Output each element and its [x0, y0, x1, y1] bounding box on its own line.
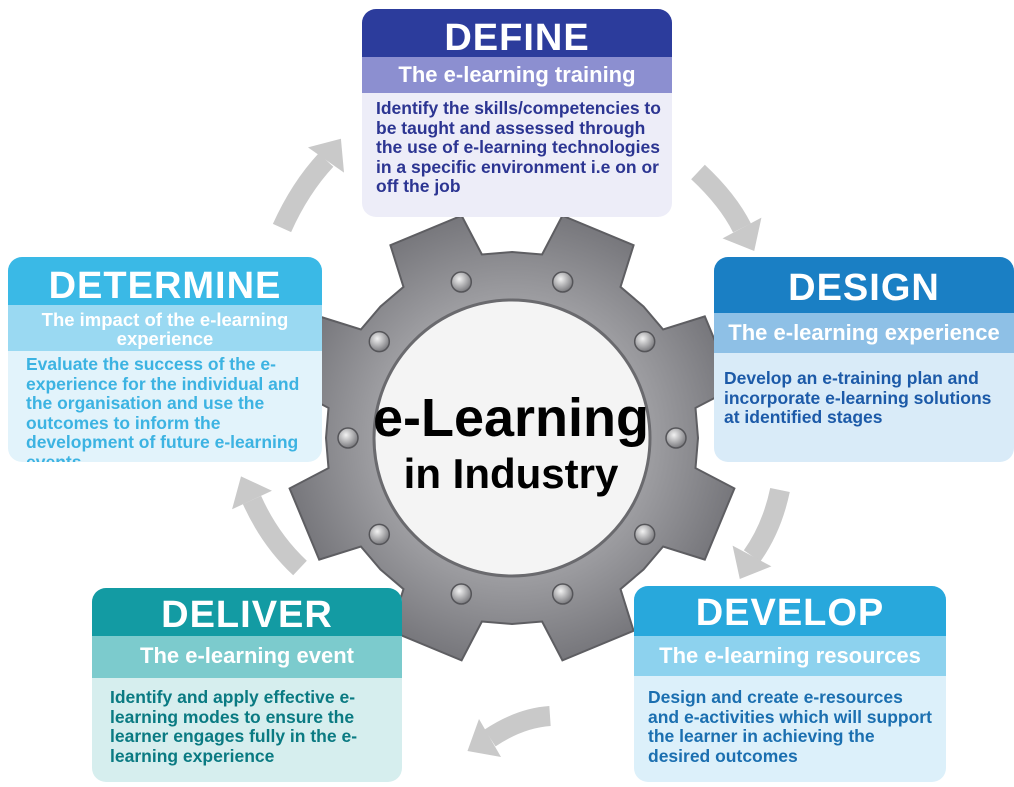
cycle-arrowhead — [307, 138, 345, 173]
gear-bolt — [368, 523, 391, 546]
stage-card-develop: DEVELOP The e-learning resources Design … — [634, 586, 946, 782]
cycle-arrowhead — [232, 476, 272, 510]
gear-bolt — [633, 523, 656, 546]
stage-title-develop: DEVELOP — [634, 586, 946, 636]
cycle-arrowhead — [467, 718, 501, 758]
cycle-arrows — [232, 138, 790, 758]
stage-title-design: DESIGN — [714, 257, 1014, 313]
center-title-line2: in Industry — [403, 450, 619, 497]
cycle-arrow — [743, 487, 790, 562]
stage-subtitle-define: The e-learning training — [362, 57, 672, 93]
stage-body-define: Identify the skills/competencies to be t… — [376, 98, 661, 197]
stage-body-deliver: Identify and apply effective e-learning … — [110, 687, 358, 766]
stage-subtitle-deliver: The e-learning event — [92, 636, 402, 678]
gear-bolt — [450, 583, 473, 605]
gear-bolt — [633, 330, 656, 353]
gear-bolt — [450, 271, 473, 293]
gear-bolt — [551, 583, 574, 605]
stage-card-deliver: DELIVER The e-learning event Identify an… — [92, 588, 402, 782]
gear-bolt — [337, 427, 359, 449]
stage-subtitle-determine: The impact of the e-learning experience — [8, 305, 322, 351]
gear-bolt — [665, 427, 687, 449]
gear-bolt — [368, 330, 391, 353]
stage-card-define: DEFINE The e-learning training Identify … — [362, 9, 672, 217]
stage-title-define: DEFINE — [362, 9, 672, 57]
cycle-arrowhead — [732, 545, 772, 579]
stage-card-design: DESIGN The e-learning experience Develop… — [714, 257, 1014, 462]
stage-card-determine: DETERMINE The impact of the e-learning e… — [8, 257, 322, 462]
stage-body-design: Develop an e-training plan and incorpora… — [724, 368, 992, 428]
stage-body-develop: Design and create e-resources and e-acti… — [648, 687, 932, 766]
stage-subtitle-develop: The e-learning resources — [634, 636, 946, 676]
stage-title-deliver: DELIVER — [92, 588, 402, 636]
gear-bolts — [337, 271, 687, 605]
cycle-arrow — [484, 706, 551, 747]
cycle-arrow — [691, 164, 751, 233]
cycle-arrow — [272, 153, 334, 233]
stage-subtitle-design: The e-learning experience — [714, 313, 1014, 353]
cycle-arrow — [242, 495, 307, 576]
cycle-arrowhead — [722, 217, 762, 251]
gear-bolt — [551, 271, 574, 293]
gear-center-disc — [372, 298, 652, 578]
stage-body-determine: Evaluate the success of the e-experience… — [26, 354, 300, 462]
stage-title-determine: DETERMINE — [8, 257, 322, 305]
center-title-line1: e-Learning — [372, 388, 650, 448]
center-title: e-Learning in Industry — [366, 388, 656, 500]
